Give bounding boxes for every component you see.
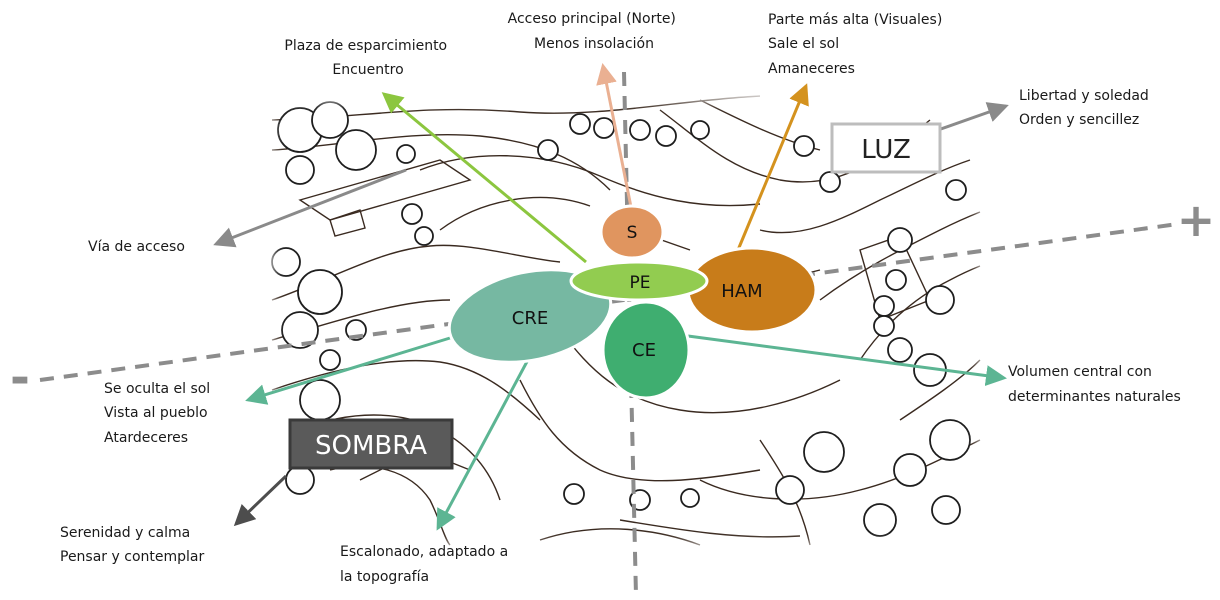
annotation-libertad: Libertad y soledad Orden y sencillez bbox=[1019, 88, 1153, 128]
zone-cre-label: CRE bbox=[512, 308, 548, 329]
annotation-acceso-principal-line-2: Menos insolación bbox=[534, 36, 654, 52]
annotation-plaza-line-2: Encuentro bbox=[332, 62, 403, 78]
annotation-parte-alta-line-1: Parte más alta (Visuales) bbox=[768, 12, 942, 28]
arrow-se-oculta bbox=[245, 336, 451, 405]
annotation-se-oculta-line-3: Atardeceres bbox=[104, 430, 188, 446]
zone-ce-label: CE bbox=[632, 340, 656, 361]
annotation-serenidad-line-2: Pensar y contemplar bbox=[60, 549, 204, 565]
luz-label: LUZ bbox=[861, 135, 911, 165]
zone-ce: CE bbox=[601, 300, 691, 400]
annotation-volumen: Volumen central con determinantes natura… bbox=[1008, 364, 1181, 405]
annotation-parte-alta: Parte más alta (Visuales) Sale el sol Am… bbox=[768, 12, 947, 77]
annotation-via-acceso-line-1: Vía de acceso bbox=[88, 239, 185, 255]
zone-s: S bbox=[599, 204, 665, 260]
axis-plus-sign: + bbox=[1177, 193, 1216, 247]
annotation-plaza-line-1: Plaza de esparcimiento bbox=[284, 38, 447, 54]
arrow-libertad bbox=[937, 102, 1009, 132]
annotation-escalonado-line-2: la topografía bbox=[340, 569, 429, 585]
annotation-serenidad-line-1: Serenidad y calma bbox=[60, 525, 190, 541]
north-axis-line bbox=[622, 71, 638, 597]
annotation-via-acceso: Vía de acceso bbox=[88, 239, 185, 255]
annotation-se-oculta: Se oculta el sol Vista al pueblo Atardec… bbox=[104, 381, 215, 446]
zone-pe: PE bbox=[569, 260, 709, 302]
annotation-acceso-principal: Acceso principal (Norte) Menos insolació… bbox=[508, 11, 681, 52]
arrow-parte-alta bbox=[736, 83, 809, 251]
annotation-volumen-line-1: Volumen central con bbox=[1008, 364, 1152, 380]
zone-pe-label: PE bbox=[630, 273, 651, 293]
annotation-libertad-line-2: Orden y sencillez bbox=[1019, 112, 1139, 128]
annotation-se-oculta-line-1: Se oculta el sol bbox=[104, 381, 210, 397]
annotation-plaza: Plaza de esparcimiento Encuentro bbox=[284, 38, 451, 78]
annotation-se-oculta-line-2: Vista al pueblo bbox=[104, 405, 208, 421]
luz-box: LUZ bbox=[830, 122, 942, 174]
zone-cre: CRE bbox=[447, 268, 613, 364]
zone-ham: HAM bbox=[686, 246, 818, 334]
axis-minus-sign: - bbox=[10, 350, 30, 406]
annotation-acceso-principal-line-1: Acceso principal (Norte) bbox=[508, 11, 676, 27]
arrow-acceso-principal bbox=[596, 63, 634, 213]
arrow-volumen bbox=[687, 334, 1007, 387]
annotation-parte-alta-line-3: Amaneceres bbox=[768, 61, 855, 77]
zone-s-label: S bbox=[627, 223, 638, 243]
annotation-libertad-line-1: Libertad y soledad bbox=[1019, 88, 1149, 104]
annotation-escalonado-line-1: Escalonado, adaptado a bbox=[340, 544, 508, 560]
annotation-volumen-line-2: determinantes naturales bbox=[1008, 389, 1181, 405]
zone-ham-label: HAM bbox=[721, 281, 762, 302]
arrow-escalonado bbox=[436, 355, 532, 531]
arrow-serenidad bbox=[233, 474, 288, 527]
sombra-box: SOMBRA bbox=[288, 418, 454, 470]
annotation-parte-alta-line-2: Sale el sol bbox=[768, 36, 839, 52]
arrow-plaza bbox=[381, 92, 587, 264]
annotation-serenidad: Serenidad y calma Pensar y contemplar bbox=[60, 525, 204, 565]
sombra-label: SOMBRA bbox=[315, 431, 427, 461]
annotation-escalonado: Escalonado, adaptado a la topografía bbox=[340, 544, 513, 585]
arrow-via-acceso bbox=[213, 168, 407, 248]
